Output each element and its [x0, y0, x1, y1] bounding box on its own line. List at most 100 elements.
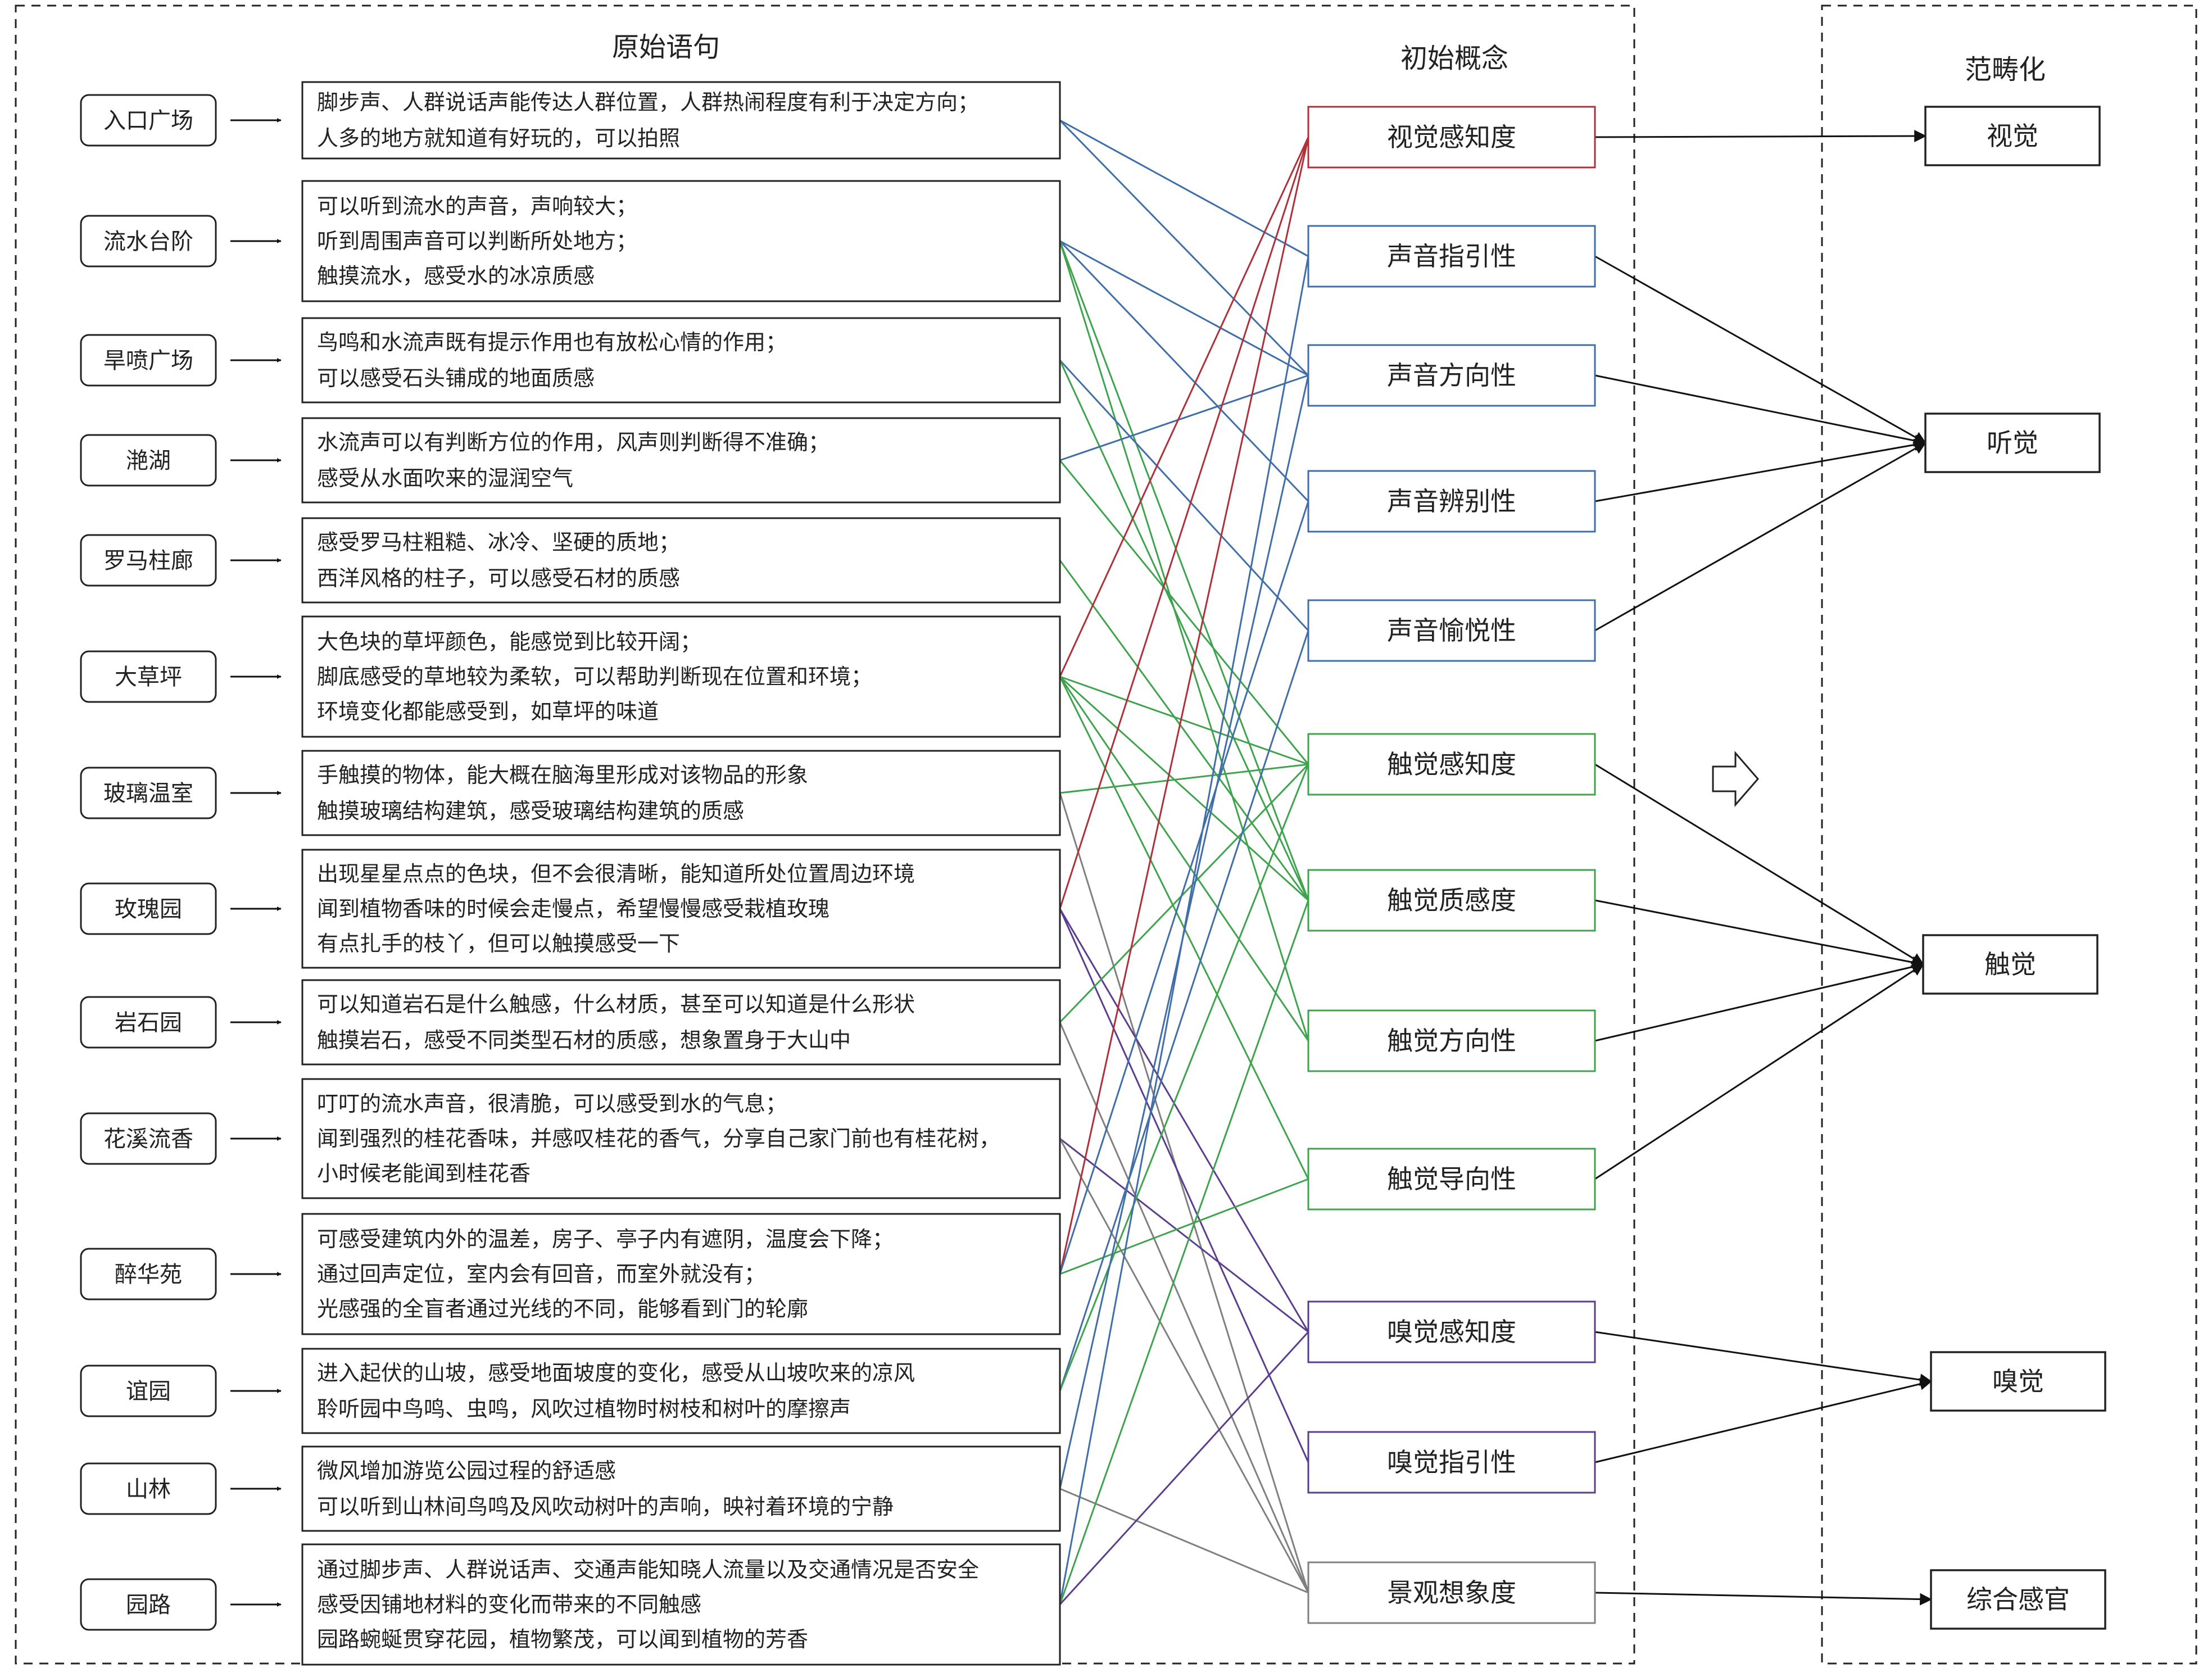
concept-label: 触觉方向性 [1387, 1026, 1516, 1056]
concept-node: 嗅觉感知度 [1307, 1300, 1596, 1363]
location-label: 大草坪 [115, 664, 182, 690]
category-arrow [1594, 963, 1924, 1180]
sentence-box [301, 1543, 1061, 1666]
sentence-line: 听到周围声音可以判断所处地方； [317, 229, 637, 253]
location-box [80, 434, 217, 487]
sentence-line: 感受从水面吹来的湿润空气 [317, 466, 573, 491]
sentence-line: 脚步声、人群说话声能传达人群位置，人群热闹程度有利于决定方向； [317, 90, 979, 115]
concept-box [1307, 1431, 1596, 1494]
category-box [1924, 413, 2101, 473]
concept-node: 声音方向性 [1307, 344, 1596, 407]
sentence-row: 玻璃温室手触摸的物体，能大概在脑海里形成对该物品的形象触摸玻璃结构建筑，感受玻璃… [80, 750, 1061, 836]
sentence-line: 可以听到流水的声音，声响较大； [317, 194, 637, 219]
concept-node: 声音愉悦性 [1307, 599, 1596, 662]
category-node: 听觉 [1924, 413, 2101, 473]
category-label: 听觉 [1987, 428, 2038, 458]
sentence-row: 园路通过脚步声、人群说话声、交通声能知晓人流量以及交通情况是否安全感受因铺地材料… [80, 1543, 1061, 1666]
sentence-line: 微风增加游览公园过程的舒适感 [317, 1458, 616, 1483]
sentence-row: 入口广场脚步声、人群说话声能传达人群位置，人群热闹程度有利于决定方向；人多的地方… [80, 81, 1061, 160]
concept-label: 声音辨别性 [1387, 486, 1516, 516]
link-line [1059, 240, 1309, 377]
location-box [80, 334, 217, 387]
concept-label: 声音方向性 [1387, 360, 1516, 391]
link-line [1059, 900, 1309, 1605]
link-line [1059, 630, 1309, 1391]
link-line [1059, 1137, 1309, 1333]
location-label: 玻璃温室 [103, 781, 193, 806]
location-label: 流水台阶 [103, 229, 193, 255]
category-arrow [1594, 1377, 1933, 1463]
sentence-box [301, 979, 1061, 1066]
concept-node: 触觉方向性 [1307, 1009, 1596, 1072]
category-arrow [1594, 1592, 1933, 1606]
location-box [80, 1365, 217, 1417]
location-label: 岩石园 [115, 1010, 182, 1036]
concept-node: 声音指引性 [1307, 225, 1596, 288]
location-box [80, 1248, 217, 1300]
link-line [1059, 460, 1309, 765]
sentence-line: 通过回声定位，室内会有回音，而室外就没有； [317, 1262, 765, 1286]
header-categories: 范畴化 [1965, 54, 2046, 85]
sentence-line: 闻到强烈的桂花香味，并感叹桂花的香气，分享自己家门前也有桂花树， [317, 1126, 1000, 1151]
header-concepts: 初始概念 [1400, 43, 1508, 74]
concept-box [1307, 106, 1596, 169]
concept-box [1307, 869, 1596, 932]
concept-node: 景观想象度 [1307, 1561, 1596, 1624]
category-arrow [1594, 763, 1924, 966]
sentence-row: 花溪流香叮叮的流水声音，很清脆，可以感受到水的气息；闻到强烈的桂花香味，并感叹桂… [80, 1078, 1061, 1199]
category-node: 视觉 [1924, 106, 2101, 166]
sentence-line: 手触摸的物体，能大概在脑海里形成对该物品的形象 [317, 763, 808, 787]
left-dashed-frame [15, 4, 1635, 1665]
sentence-box [301, 1078, 1061, 1199]
sentence-row: 岩石园可以知道岩石是什么触感，什么材质，甚至可以知道是什么形状触摸岩石，感受不同… [80, 979, 1061, 1066]
sentence-row: 流水台阶可以听到流水的声音，声响较大；听到周围声音可以判断所处地方；触摸流水，感… [80, 180, 1061, 302]
concept-label: 触觉感知度 [1387, 749, 1516, 779]
sentence-row: 醉华苑可感受建筑内外的温差，房子、亭子内有遮阴，温度会下降；通过回声定位，室内会… [80, 1213, 1061, 1335]
link-line [1059, 256, 1309, 1605]
concept-label: 触觉导向性 [1387, 1164, 1516, 1194]
sentence-line: 鸟鸣和水流声既有提示作用也有放松心情的作用； [317, 330, 787, 355]
link-line [1059, 137, 1309, 1275]
sentence-box [301, 1348, 1061, 1434]
concept-box [1307, 733, 1596, 796]
sentence-line: 可以知道岩石是什么触感，什么材质，甚至可以知道是什么形状 [317, 992, 915, 1017]
concept-label: 视觉感知度 [1387, 122, 1516, 152]
concept-box [1307, 470, 1596, 533]
link-line [1059, 374, 1309, 461]
concept-label: 嗅觉指引性 [1387, 1447, 1516, 1477]
location-box [80, 767, 217, 819]
link-line [1059, 792, 1309, 1593]
link-line [1059, 1178, 1309, 1275]
concept-box [1307, 599, 1596, 662]
category-box [1930, 1569, 2106, 1630]
sentence-line: 可以感受石头铺成的地面质感 [317, 366, 595, 391]
transition-arrow-icon [1712, 750, 1759, 808]
category-arrow [1594, 442, 1927, 632]
location-label: 花溪流香 [103, 1126, 193, 1152]
link-line [1059, 359, 1309, 632]
link-line [1059, 676, 1309, 901]
location-box [80, 882, 217, 935]
category-arrow [1594, 374, 1927, 447]
sentence-line: 闻到植物香味的时候会走慢点，希望慢慢感受栽植玫瑰 [317, 896, 830, 921]
link-line [1059, 676, 1309, 1041]
links-layer [1059, 119, 1933, 1606]
location-label: 醉华苑 [115, 1262, 182, 1288]
concept-box [1307, 1561, 1596, 1624]
rows-layer: 入口广场脚步声、人群说话声能传达人群位置，人群热闹程度有利于决定方向；人多的地方… [80, 81, 1061, 1666]
sentence-box [301, 1445, 1061, 1532]
concept-label: 触觉质感度 [1387, 885, 1516, 915]
link-line [1059, 1331, 1309, 1606]
link-line [1059, 1022, 1309, 1593]
location-box [80, 215, 217, 268]
link-line [1059, 764, 1309, 1391]
sentence-row: 玫瑰园出现星星点点的色块，但不会很清晰，能知道所处位置周边环境闻到植物香味的时候… [80, 849, 1061, 969]
category-arrow [1594, 255, 1927, 444]
location-label: 罗马柱廊 [103, 548, 193, 574]
location-box [80, 1112, 217, 1165]
sentence-line: 感受因铺地材料的变化而带来的不同触感 [317, 1592, 701, 1617]
sentence-line: 环境变化都能感受到，如草坪的味道 [317, 699, 659, 724]
